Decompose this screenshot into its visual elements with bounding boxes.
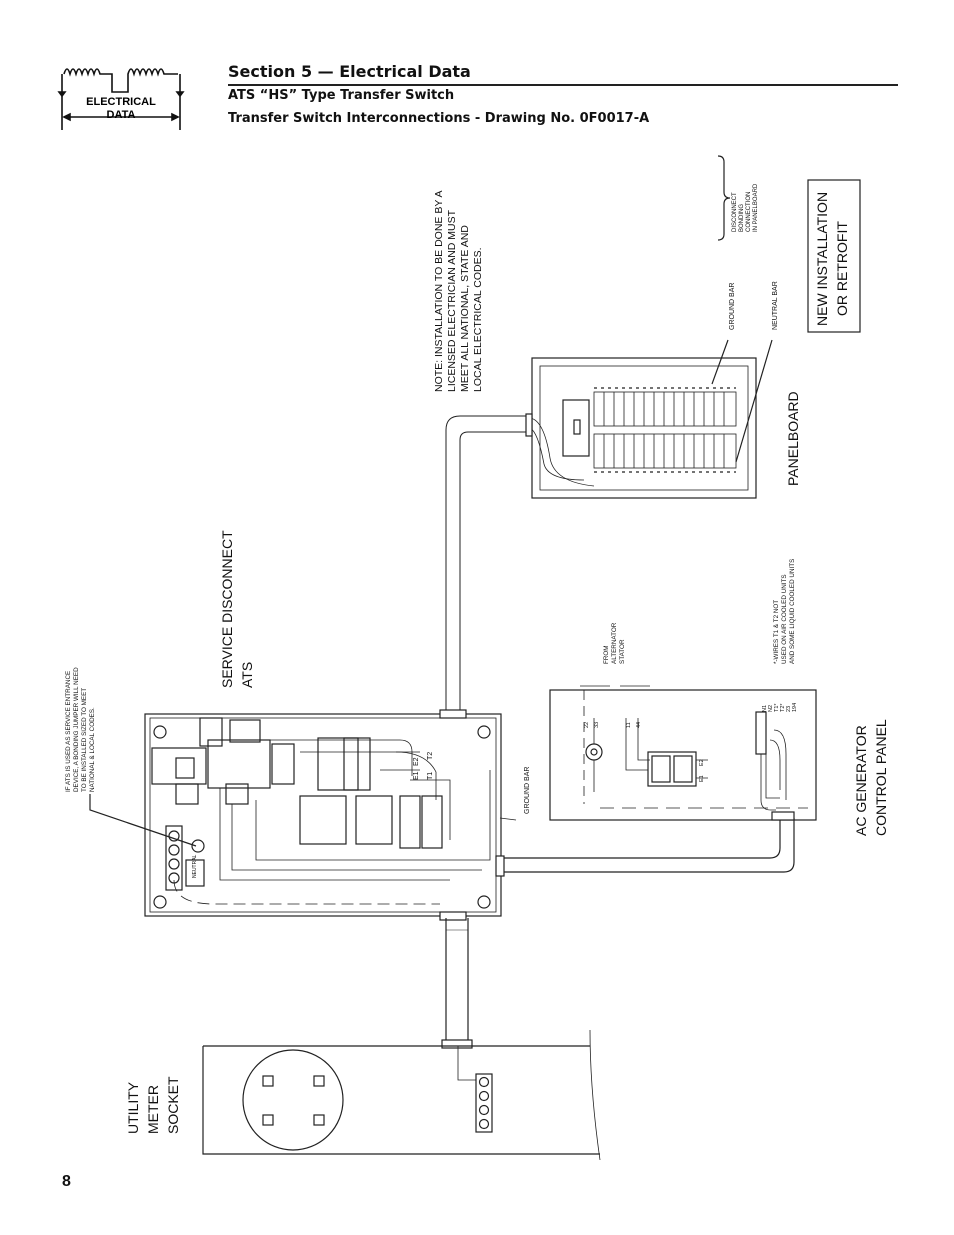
term-t1: T1* (774, 703, 780, 712)
ground-bar-leader (711, 339, 729, 385)
label-t2-ats: T2 (427, 752, 434, 760)
term-n1: N1 (762, 705, 768, 712)
utility-line-1: UTILITY (125, 1081, 141, 1134)
label-e1-ats: E1 (413, 771, 420, 780)
panelboard-label: PANELBOARD (785, 391, 801, 486)
disconnect-line-2: BONDING (739, 204, 745, 232)
disconnect-line-1: DISCONNECT (732, 192, 738, 232)
new-installation-box (807, 179, 861, 333)
service-disconnect-line-1: SERVICE DISCONNECT (219, 530, 235, 688)
header-rule (228, 84, 898, 86)
meter-socket-ring (242, 1049, 344, 1151)
ground-bar-ats-label: GROUND BAR (524, 767, 531, 814)
disconnect-line-4: IN PANELBOARD (753, 183, 759, 232)
panelboard-breakers-bottom (593, 433, 737, 469)
electrical-data-logo: ELECTRICAL DATA (57, 68, 185, 130)
logo-text-1: ELECTRICAL (86, 96, 156, 108)
from-alt-line-1: FROM (603, 645, 610, 664)
label-e2-gen: E2 (699, 759, 705, 766)
service-disconnect-line-2: ATS (239, 662, 255, 688)
page-number: 8 (62, 1173, 71, 1190)
ats-note-leader (89, 794, 197, 847)
gen-main-breaker (647, 751, 697, 787)
wires-note-line-3: AND SOME LIQUID COOLED UNITS (789, 559, 796, 664)
panelboard-breakers-top (593, 391, 737, 427)
from-alt-line-2: ALTERNATOR (611, 622, 618, 664)
label-33: 33 (594, 722, 600, 728)
ac-gen-line-1: AC GENERATOR (853, 725, 869, 836)
label-11: 11 (626, 722, 632, 728)
ground-bar-label: GROUND BAR (729, 283, 736, 330)
neutral-bar-label: NEUTRAL BAR (772, 281, 779, 330)
term-23: 23 (786, 706, 792, 712)
section-title: Section 5 — Electrical Data (228, 62, 471, 81)
ats-note-line-3: TO BE INSTALLED SIZED TO MEET (81, 688, 88, 792)
label-e2-ats: E2 (413, 757, 420, 766)
note-line-2: LICENSED ELECTRICIAN AND MUST (446, 209, 458, 392)
ats-enclosure (144, 713, 502, 917)
disconnect-line-3: CONNECTION (746, 192, 752, 232)
logo-text-2: DATA (107, 109, 136, 121)
label-44: 44 (636, 722, 642, 728)
ats-note-line-1: IF ATS IS USED AS SERVICE ENTRANCE (65, 671, 72, 792)
term-194: 194 (792, 703, 798, 712)
from-alt-line-3: STATOR (619, 639, 626, 664)
note-line-3: MEET ALL NATIONAL, STATE AND (459, 225, 471, 392)
new-install-line-1: NEW INSTALLATION (814, 192, 830, 326)
ats-note-line-4: NATIONAL & LOCAL CODES. (89, 707, 96, 792)
wires-note-line-2: USED ON AIR COOLED UNITS (781, 574, 788, 664)
utility-line-3: SOCKET (165, 1076, 181, 1134)
subtitle: ATS “HS” Type Transfer Switch (228, 88, 455, 103)
term-n2: N2 (768, 705, 774, 712)
label-e1-gen: E1 (699, 775, 705, 782)
meter-neutral-bar (475, 1073, 493, 1133)
label-22: 22 (584, 722, 590, 728)
neutral-bar-leader (735, 339, 773, 463)
ac-generator-panel (549, 689, 817, 821)
panelboard-box (531, 357, 757, 499)
drawing-title: Transfer Switch Interconnections - Drawi… (228, 111, 650, 126)
neutral-tag: NEUTRAL (192, 854, 198, 878)
note-line-1: NOTE: INSTALLATION TO BE DONE BY A (433, 191, 445, 393)
utility-line-2: METER (145, 1085, 161, 1134)
label-t1-ats: T1 (427, 772, 434, 780)
new-install-line-2: OR RETROFIT (834, 221, 850, 316)
ats-note-line-2: DEVICE, A BONDING JUMPER WILL NEED (73, 667, 80, 792)
term-t2: T2* (780, 703, 786, 712)
note-line-4: LOCAL ELECTRICAL CODES. (472, 247, 484, 392)
ac-gen-line-2: CONTROL PANEL (873, 719, 889, 836)
wires-note-line-1: *-WIRES T1 & T2 NOT (773, 600, 780, 664)
